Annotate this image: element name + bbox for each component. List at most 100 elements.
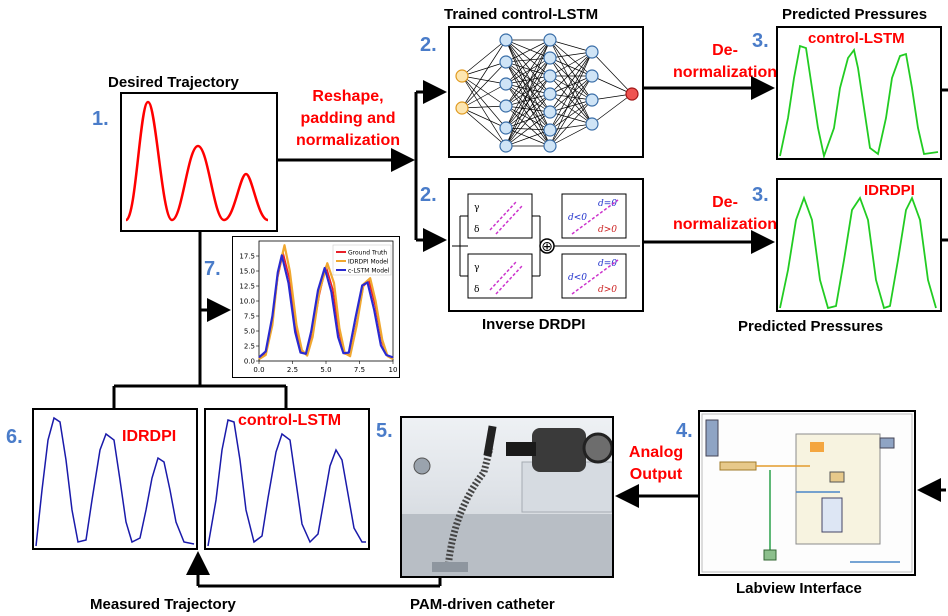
nn-edge [505,83,551,131]
reshape-line-3: normalization [295,132,400,149]
nn-edge [591,93,633,101]
nn-edge [505,57,551,107]
y-tick-label: 2.5 [244,343,255,351]
legend-label: c-LSTM Model [348,268,390,275]
nn-neuron [543,87,557,101]
nn-edge [549,93,593,101]
predicted-pressures-bottom-title: Predicted Pressures [738,318,884,335]
reshape-line-2: padding and [300,110,396,127]
nn-neuron [543,69,557,83]
labview-loop-structure [795,433,881,545]
step-3a-number: 3. [752,30,769,52]
nn-edge [505,57,551,63]
nn-edge [505,93,551,147]
nn-edge [549,93,593,125]
measured-idrdpi-tag: IDRDPI [122,428,177,445]
y-tick-label: 5.0 [244,328,255,336]
pressure-lstm-curve [779,44,939,158]
drdpi-block-diagram: ⊕ γ δ γ δ d=0 d<0 d>0 d=0 d<0 d>0 [452,193,640,299]
neural-network-diagram [455,33,639,153]
nn-edge [549,51,593,113]
inverse-drdpi-panel: ⊕ γ δ γ δ d=0 d<0 d>0 d=0 d<0 d>0 [448,178,644,312]
step-1-number: 1. [92,108,109,130]
measured-lstm-panel: control-LSTM [204,408,370,550]
desired-trajectory-plot [124,100,269,222]
catheter-tip-marker [483,425,497,457]
nn-edge [505,75,551,85]
drdpi-gamma-1: γ [474,203,479,213]
nn-neuron [543,123,557,137]
nn-edge [549,51,593,95]
step-6-number: 6. [6,426,23,448]
nn-edge [549,111,593,125]
nn-edge [505,83,551,113]
nn-edge [505,105,551,113]
nn-edge [461,83,507,109]
pressure-idrdpi-curve [779,195,937,310]
nn-edge [461,75,507,107]
nn-edge [549,51,593,147]
labview-node-3 [763,549,777,561]
nn-edge [549,51,593,77]
drdpi-delta-2: δ [474,285,479,295]
nn-edge [505,39,551,63]
nn-edge [549,99,593,113]
analog-output-label: Analog Output [618,442,694,486]
nn-edge [549,57,593,101]
nn-edge [549,75,593,95]
nn-edge [549,39,593,101]
nn-edge [505,105,551,131]
nn-neuron [455,101,469,115]
nn-edge [505,39,551,107]
camera-body [532,428,586,472]
nn-neuron [585,69,599,83]
drdpi-d-eq-2: d=0 [598,259,617,269]
trained-lstm-title: Trained control-LSTM [444,6,599,23]
legend-label: Ground Truth [348,250,387,257]
labview-subvi [821,497,843,533]
desired-trajectory-title: Desired Trajectory [108,74,239,91]
nn-edge [505,93,551,107]
nn-neuron [455,69,469,83]
nn-neuron [585,93,599,107]
measured-lstm-tag: control-LSTM [238,412,342,429]
nn-edge [549,39,593,77]
nn-edge [549,123,593,147]
step-5-number: 5. [376,420,393,442]
drdpi-gamma-2: γ [474,263,479,273]
measured-lstm-curve [207,419,366,547]
measured-trajectory-title: Measured Trajectory [90,596,236,613]
denorm-bottom-line-2: normalization [672,216,777,233]
measured-lstm-plot [207,419,366,547]
desired-trajectory-curve [124,100,269,222]
pressure-idrdpi-panel: IDRDPI [776,178,942,312]
step-3b-number: 3. [752,184,769,206]
nn-edge [461,61,507,77]
measured-idrdpi-panel: IDRDPI [32,408,198,550]
nn-edge [549,99,593,147]
nn-edge [505,39,551,147]
nn-edge [505,57,551,85]
measured-idrdpi-curve [35,416,195,547]
nn-neuron [585,45,599,59]
camera-lens [582,432,612,464]
nn-edge [461,105,507,109]
nn-neuron [499,139,513,153]
drdpi-sub-block-3 [561,193,627,239]
nn-edge [505,61,551,113]
lstm-network-panel [448,26,644,158]
nn-edges [461,39,633,147]
drdpi-hysteresis-2 [489,261,523,295]
catheter-photo [402,425,612,576]
pam-catheter-title: PAM-driven catheter [410,596,555,613]
nn-edge [549,75,593,131]
nn-edge [505,61,551,131]
denorm-bottom-line-1: De- [712,194,738,211]
nn-edge [505,39,551,129]
x-tick-label: 7.5 [354,366,365,374]
reshape-label: Reshape, padding and normalization [283,86,413,152]
denorm-top-line-2: normalization [672,64,777,81]
nn-edge [549,123,593,131]
y-tick-label: 12.5 [239,283,255,291]
nn-edge [505,61,551,77]
